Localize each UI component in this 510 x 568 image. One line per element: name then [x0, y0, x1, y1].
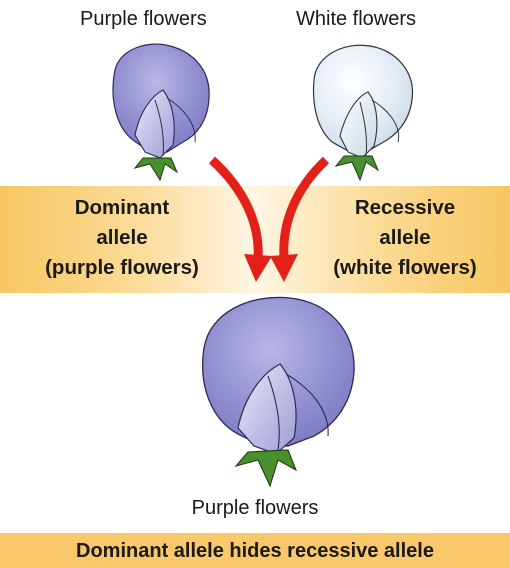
right-arrow-icon — [284, 160, 326, 258]
left-arrowhead-icon — [244, 254, 272, 282]
right-arrowhead-icon — [270, 254, 298, 282]
offspring-label: Purple flowers — [0, 497, 510, 520]
left-arrow-icon — [212, 160, 258, 258]
footer-caption: Dominant allele hides recessive allele — [0, 540, 510, 563]
offspring-purple-flower-icon — [190, 290, 360, 490]
